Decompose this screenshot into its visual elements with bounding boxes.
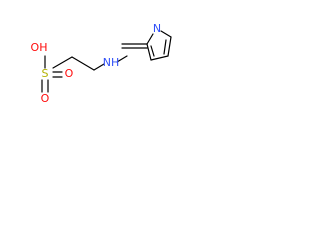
bond-ring-c5-c4: [167, 36, 172, 57]
bond-ring-c3-c2-inner: [150, 45, 155, 57]
atom-o-lower-left-label: O: [41, 92, 50, 105]
bond-nh-ch: [116, 55, 128, 63]
bond-ring-n-c5: [160, 30, 172, 38]
atom-n-ring-label: N: [153, 22, 161, 35]
atom-nh-label: NH: [103, 56, 120, 69]
atom-o-lower-right-label: O: [65, 67, 74, 80]
bond-ring-c3-c2: [146, 43, 152, 61]
bond-ring-c4-c3: [150, 55, 169, 61]
atom-labels: OH S O O NH N: [31, 22, 162, 105]
chemical-structure: OH S O O NH N: [31, 22, 172, 105]
bond-s-c1: [52, 56, 73, 69]
bond-c1-c2: [71, 56, 95, 71]
bond-c2-nh: [93, 63, 105, 71]
bond-ring-c5-c4-inner: [163, 39, 167, 55]
bonds: [41, 30, 172, 93]
bond-ring-c2-n: [146, 33, 154, 45]
atom-s-label: S: [42, 67, 49, 80]
atom-oh-label: OH: [31, 41, 48, 54]
